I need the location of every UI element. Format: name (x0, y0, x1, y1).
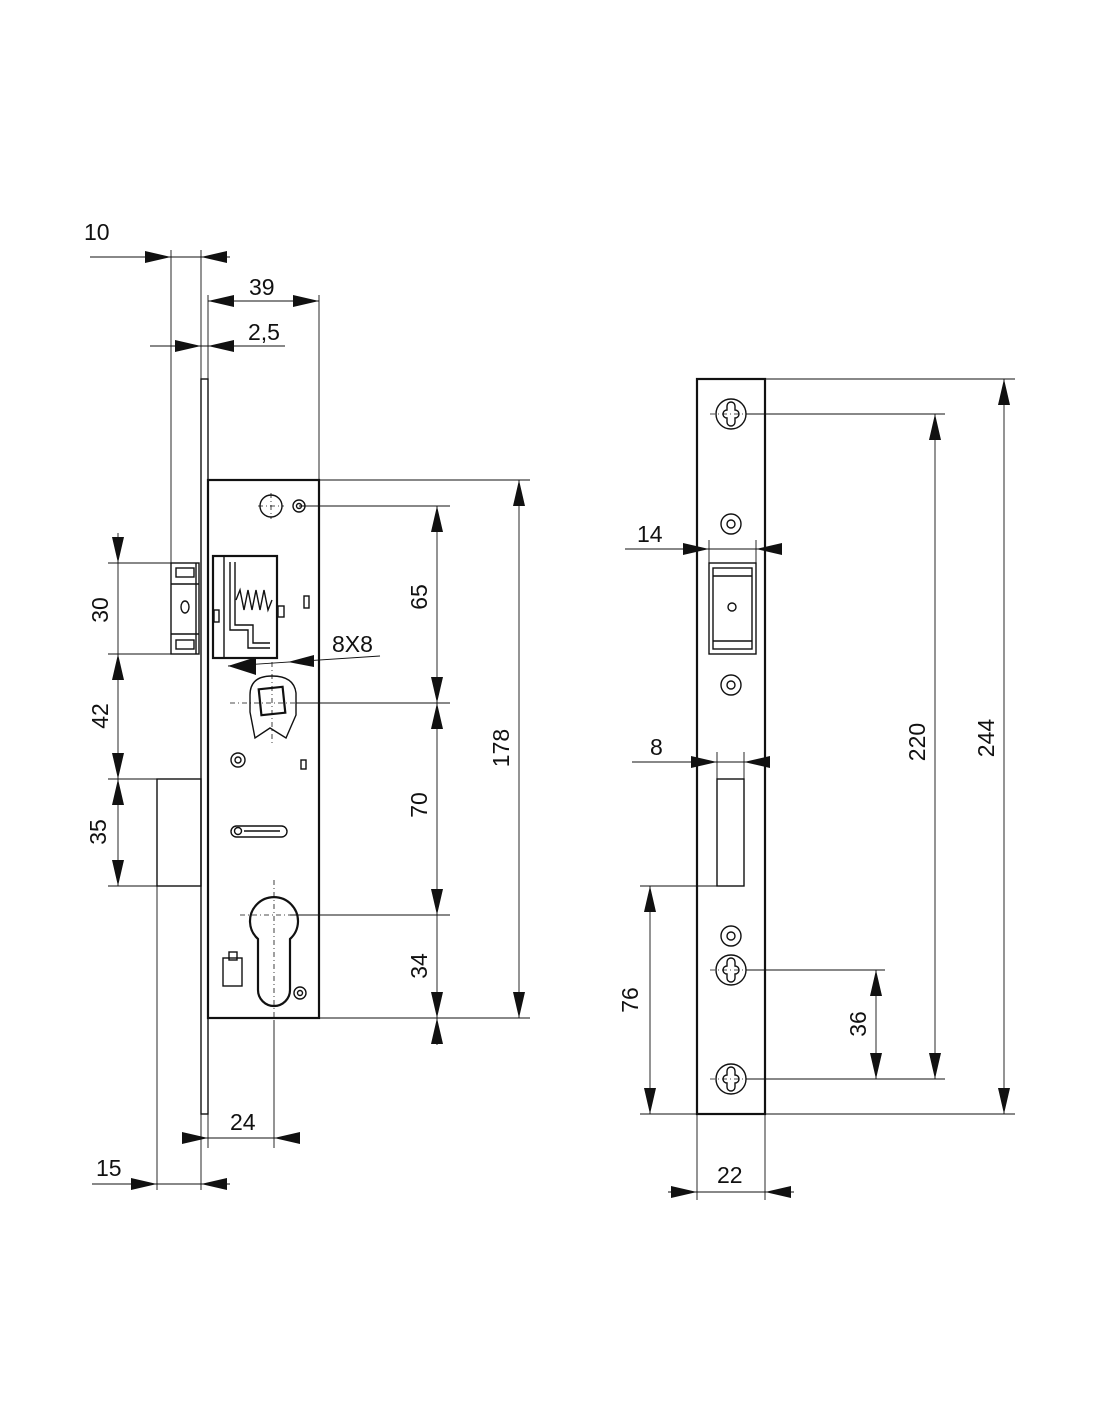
dim-bolt-window-to-bottom: 76 (617, 885, 717, 1115)
dim-label-24: 24 (230, 1109, 256, 1135)
strike-plate-view: 14 8 76 36 (617, 377, 1015, 1200)
dim-label-22: 22 (717, 1162, 743, 1188)
deadbolt (156, 778, 202, 887)
latch-spring-mechanism (211, 554, 310, 660)
dim-label-8: 8 (650, 734, 663, 760)
dim-latch-to-follower: 42 (87, 654, 119, 779)
dim-label-10: 10 (84, 219, 110, 245)
dim-screw-spacing: 220 (746, 413, 945, 1079)
dim-follower-square: 8X8 (227, 631, 381, 675)
guide-slot (230, 825, 288, 838)
dim-body-depth: 39 (207, 274, 320, 480)
strike-latch-window (708, 562, 757, 655)
dim-label-244: 244 (973, 719, 999, 758)
dim-label-65: 65 (406, 584, 432, 610)
dim-label-39: 39 (249, 274, 275, 300)
dim-label-14: 14 (637, 521, 663, 547)
dim-faceplate-thickness: 2,5 (150, 319, 285, 352)
dim-label-2-5: 2,5 (248, 319, 280, 345)
dim-plate-width: 22 (668, 1114, 794, 1200)
strike-bolt-window (716, 778, 745, 887)
strike-screw-top (710, 398, 752, 430)
bottom-lever (222, 951, 307, 1000)
dim-screw-interval: 36 (746, 969, 945, 1080)
dim-deadbolt-throw: 15 (92, 886, 230, 1190)
dim-label-8x8: 8X8 (332, 631, 373, 657)
dim-label-34: 34 (406, 953, 432, 979)
strike-screw-bottom (710, 1063, 752, 1095)
dim-label-30: 30 (87, 597, 113, 623)
follower-hub (230, 662, 314, 744)
dim-deadbolt-height: 35 (85, 753, 157, 887)
dim-bolt-window-width: 8 (632, 734, 770, 779)
dim-label-76: 76 (617, 987, 643, 1013)
dim-label-178: 178 (488, 729, 514, 767)
dim-backset: 24 (182, 1018, 300, 1148)
strike-screw-small-3 (720, 925, 742, 947)
case-screw (230, 752, 307, 770)
strike-screw-middle (710, 954, 752, 986)
dim-body-height: 178 (319, 479, 530, 1018)
latch-bolt (170, 562, 200, 655)
dim-label-36: 36 (845, 1011, 871, 1037)
cylinder-cutout (240, 880, 318, 1020)
dim-latch-window-width: 14 (625, 521, 782, 563)
dim-label-35: 35 (85, 819, 111, 845)
dim-label-70: 70 (406, 792, 432, 818)
top-fixing-holes (258, 493, 306, 519)
dim-label-220: 220 (904, 723, 930, 761)
strike-screw-small-2 (720, 674, 742, 696)
strike-plate (695, 377, 767, 1116)
dim-latch-height: 30 (87, 533, 171, 680)
dim-plate-height: 244 (765, 378, 1015, 1115)
dim-label-15: 15 (96, 1155, 122, 1181)
strike-screw-small-1 (720, 513, 742, 535)
dim-vertical-chain: 65 70 34 (290, 505, 530, 1045)
dim-label-42: 42 (87, 703, 113, 729)
dim-faceplate-projection: 10 (84, 219, 230, 563)
lock-case (206, 478, 321, 1020)
lock-body-view: 10 39 2,5 30 42 (84, 219, 530, 1190)
